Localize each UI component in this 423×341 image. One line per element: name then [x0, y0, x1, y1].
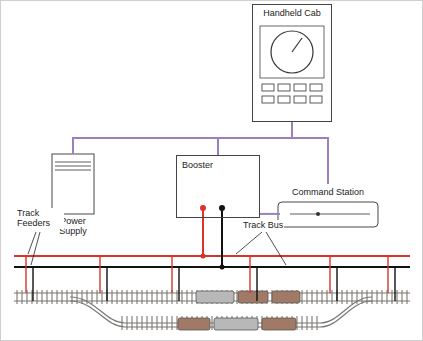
node-label: Booster: [182, 160, 254, 170]
handheld-cab: Handheld Cab: [252, 4, 332, 122]
track: [14, 290, 410, 330]
power-supply-body: [52, 154, 94, 214]
control-wire: [73, 122, 292, 154]
rolling-stock: [178, 291, 300, 330]
bus-label: Track Bus: [242, 220, 284, 230]
control-wire: [292, 122, 328, 184]
control-wire: [218, 122, 292, 155]
command-station: Command Station: [280, 184, 376, 228]
control-wire: [260, 213, 280, 215]
node-label: Handheld Cab: [255, 8, 329, 18]
command-station-body: [278, 202, 378, 227]
booster: Booster: [176, 155, 260, 218]
track-bus: [14, 205, 410, 270]
track-feeders: [26, 256, 395, 301]
feeder-label: Track Feeders: [16, 208, 64, 229]
leader-lines: [28, 232, 286, 265]
node-label: Command Station: [280, 187, 376, 197]
cab-face: [260, 26, 324, 103]
